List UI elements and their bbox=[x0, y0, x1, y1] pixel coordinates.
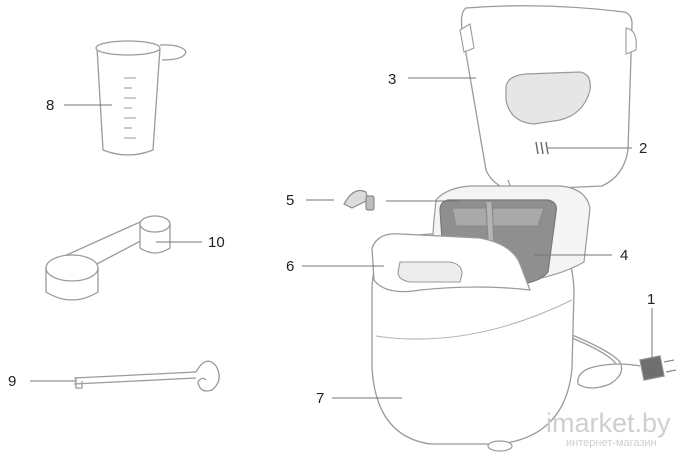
lid-hinge-left bbox=[459, 23, 475, 53]
machine-foot bbox=[487, 440, 513, 452]
callout-3: 3 bbox=[388, 71, 396, 88]
watermark-brand: imarket.by bbox=[546, 408, 671, 438]
callout-1: 1 bbox=[647, 291, 655, 308]
measuring-spoon bbox=[45, 215, 171, 301]
callout-10: 10 bbox=[208, 234, 225, 251]
measuring-cup bbox=[95, 40, 187, 156]
bread-maker bbox=[371, 5, 677, 452]
callout-5: 5 bbox=[286, 192, 294, 209]
callout-2: 2 bbox=[639, 140, 647, 157]
lid-window bbox=[505, 71, 591, 125]
callout-7: 7 bbox=[316, 390, 324, 407]
kneading-paddle-hook bbox=[73, 360, 220, 392]
leader-lines bbox=[30, 77, 653, 399]
power-plug bbox=[639, 355, 677, 381]
callout-4: 4 bbox=[620, 247, 628, 264]
callout-numbers: 1 2 3 4 5 6 7 8 9 10 bbox=[8, 71, 655, 407]
callout-6: 6 bbox=[286, 258, 294, 275]
watermark: imarket.by интернет-магазин bbox=[546, 408, 671, 449]
kneading-blade bbox=[343, 189, 375, 211]
measuring-cup-scale bbox=[124, 77, 136, 139]
steam-vent bbox=[535, 141, 549, 155]
control-display bbox=[397, 261, 463, 283]
callout-8: 8 bbox=[46, 97, 54, 114]
body-seam bbox=[375, 299, 573, 340]
lid-hinge-right bbox=[625, 27, 637, 55]
callout-9: 9 bbox=[8, 373, 16, 390]
watermark-tagline: интернет-магазин bbox=[566, 437, 657, 449]
